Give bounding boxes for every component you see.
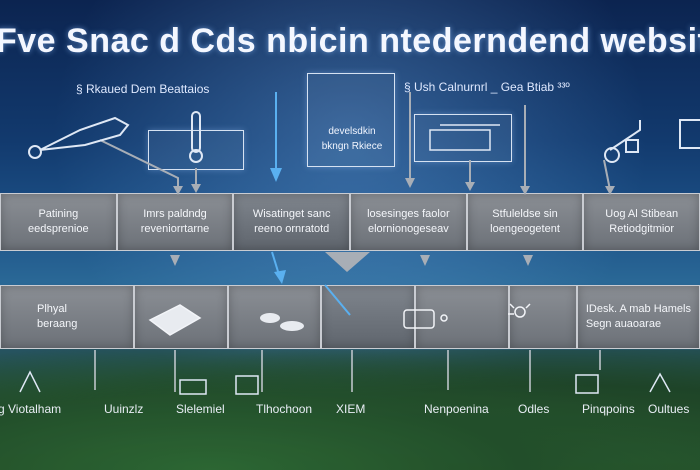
projector-icon [403, 309, 448, 329]
gear-icon [508, 303, 531, 318]
background-hills [0, 350, 700, 470]
row2-cell-4 [321, 285, 415, 349]
arrowhead-2 [405, 178, 415, 188]
arrowhead-mid-2 [420, 255, 430, 266]
bottom-label-6: Nenpoenina [424, 402, 489, 416]
row1-cell-3: Wisatinget sanc reeno ornratotd [233, 193, 351, 251]
row1-cell-1: Patining eedsprenioe [0, 193, 117, 251]
row2-cell-1-text: Plhyal beraang [37, 303, 78, 330]
building-icon [179, 379, 207, 395]
row1-cell-2-text: Imrs paldndg reveniorrtarne [140, 208, 210, 235]
row1-cell-4-text: losesinges faolor elornionogeseav [367, 208, 450, 235]
row1-cell-5: Stfuleldse sin loengeogetent [466, 193, 584, 251]
row2-cell-7-text: IDesk. A mab Hamels Segn auaoarae [585, 303, 691, 330]
camera-icon [429, 124, 500, 151]
bottom-label-3: Slelemiel [176, 402, 225, 416]
row1-cell-4: losesinges faolor elornionogeseav [350, 193, 467, 251]
wrench-icon [28, 116, 130, 159]
accent-arrow-3 [324, 284, 351, 316]
arrowhead-5 [605, 186, 615, 195]
panel-center-text: develsdkin bkngn Rkiece [321, 126, 383, 152]
bottom-label-4: Tlhochoon [256, 402, 313, 416]
arrow-5 [603, 159, 611, 191]
bottom-icons [19, 370, 671, 395]
bottom-label-8: Pinqpoins [582, 402, 635, 416]
row2-cell-1: Plhyal beraang [0, 285, 135, 349]
subtitle-right: § Ush Calnurnrl _ Gea Btiab ³³º [404, 80, 570, 94]
arrowhead-6 [191, 184, 201, 193]
row2-cell-5 [415, 285, 509, 349]
arrowhead-mid-1 [170, 255, 180, 266]
monitor-icon [679, 119, 700, 149]
accent-arrows [271, 92, 351, 316]
accent-arrowhead-2 [274, 270, 286, 284]
arrow-1 [99, 139, 179, 193]
lamp-icon [19, 370, 41, 393]
row1-cell-1-text: Patining eedsprenioe [28, 208, 89, 235]
bottom-label-9: Oultues [648, 402, 690, 416]
marker-icon [649, 372, 671, 393]
bottom-connectors [94, 350, 601, 392]
bottom-label-2: Uuinzlz [104, 402, 144, 416]
bottom-label-1: g Viotalham [0, 402, 62, 416]
lens-icon [260, 313, 304, 331]
arrowhead-center [325, 252, 370, 272]
page-title: Fve Snac d Cds nbicin ntederndend websit… [0, 22, 700, 60]
tablet-icon [148, 304, 202, 336]
arrows-top [99, 92, 611, 193]
device-icon [575, 374, 599, 394]
arrowhead-4 [520, 186, 530, 195]
accent-arrowhead-1 [270, 168, 282, 182]
row1-cell-5-text: Stfuleldse sin loengeogetent [490, 208, 560, 235]
arrowhead-1 [173, 186, 183, 195]
panel-center: develsdkin bkngn Rkiece [307, 73, 395, 167]
subtitle-left: § Rkaued Dem Beattaios [76, 82, 210, 96]
bottom-label-5: XIEM [336, 402, 366, 416]
microscope-icon [604, 120, 641, 163]
arrowhead-3 [465, 182, 475, 191]
arrowhead-mid-3 [523, 255, 533, 266]
row1-cell-6: Uog Al Stibean Retiodgitmior [583, 193, 700, 251]
thermometer-icon [189, 111, 203, 163]
arrowheads [170, 178, 615, 272]
row1-cell-2: Imrs paldndg reveniorrtarne [116, 193, 234, 251]
row2-cell-7: IDesk. A mab Hamels Segn auaoarae [577, 285, 700, 349]
row1-cell-3-text: Wisatinget sanc reeno ornratotd [252, 208, 331, 235]
row1-cell-6-text: Uog Al Stibean Retiodgitmior [605, 208, 679, 235]
box-icon [235, 375, 259, 395]
bottom-label-7: Odles [518, 402, 550, 416]
process-row-top: Patining eedsprenioe Imrs paldndg reveni… [0, 193, 700, 251]
